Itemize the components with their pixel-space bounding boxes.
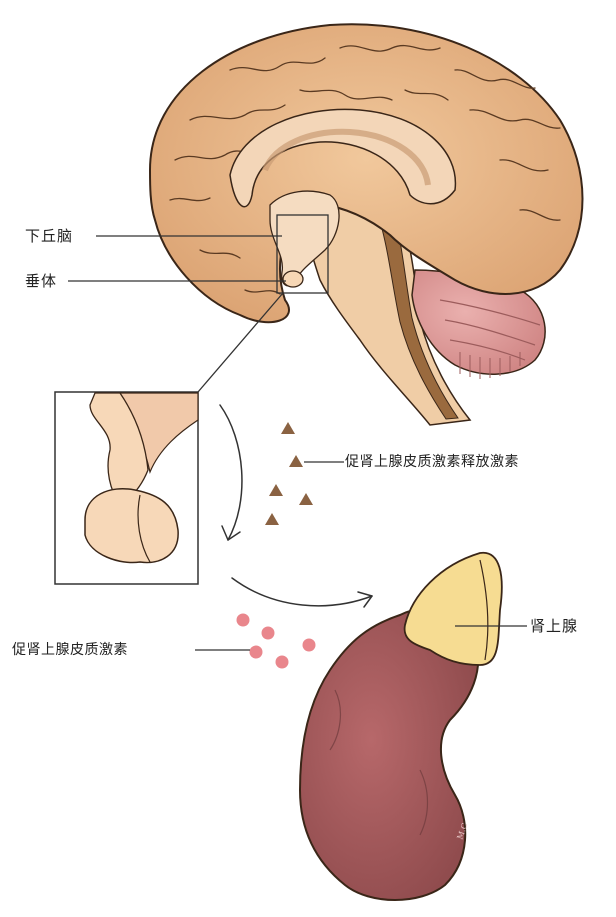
crh-triangle-icon xyxy=(265,513,279,525)
label-pituitary: 垂体 xyxy=(25,272,57,290)
label-crh: 促肾上腺皮质激素释放激素 xyxy=(345,453,519,471)
crh-triangle-icon xyxy=(281,422,295,434)
label-acth: 促肾上腺皮质激素 xyxy=(12,641,128,659)
crh-triangle-icon xyxy=(269,484,283,496)
pituitary-inset xyxy=(55,392,198,584)
acth-circle-icon xyxy=(276,656,289,669)
flow-arrows xyxy=(220,405,372,607)
pituitary-in-brain xyxy=(283,271,303,287)
arrow-right-curve xyxy=(232,578,372,606)
label-hypothalamus: 下丘脑 xyxy=(25,227,73,245)
arrow-down-curve xyxy=(220,405,242,540)
acth-circle-icon xyxy=(303,639,316,652)
acth-circle-icon xyxy=(250,646,263,659)
acth-markers xyxy=(237,614,316,669)
acth-circle-icon xyxy=(237,614,250,627)
acth-circle-icon xyxy=(262,627,275,640)
crh-triangle-icon xyxy=(289,455,303,467)
crh-markers xyxy=(265,422,313,525)
label-adrenal: 肾上腺 xyxy=(530,617,578,635)
brain-illustration xyxy=(150,24,583,425)
crh-triangle-icon xyxy=(299,493,313,505)
